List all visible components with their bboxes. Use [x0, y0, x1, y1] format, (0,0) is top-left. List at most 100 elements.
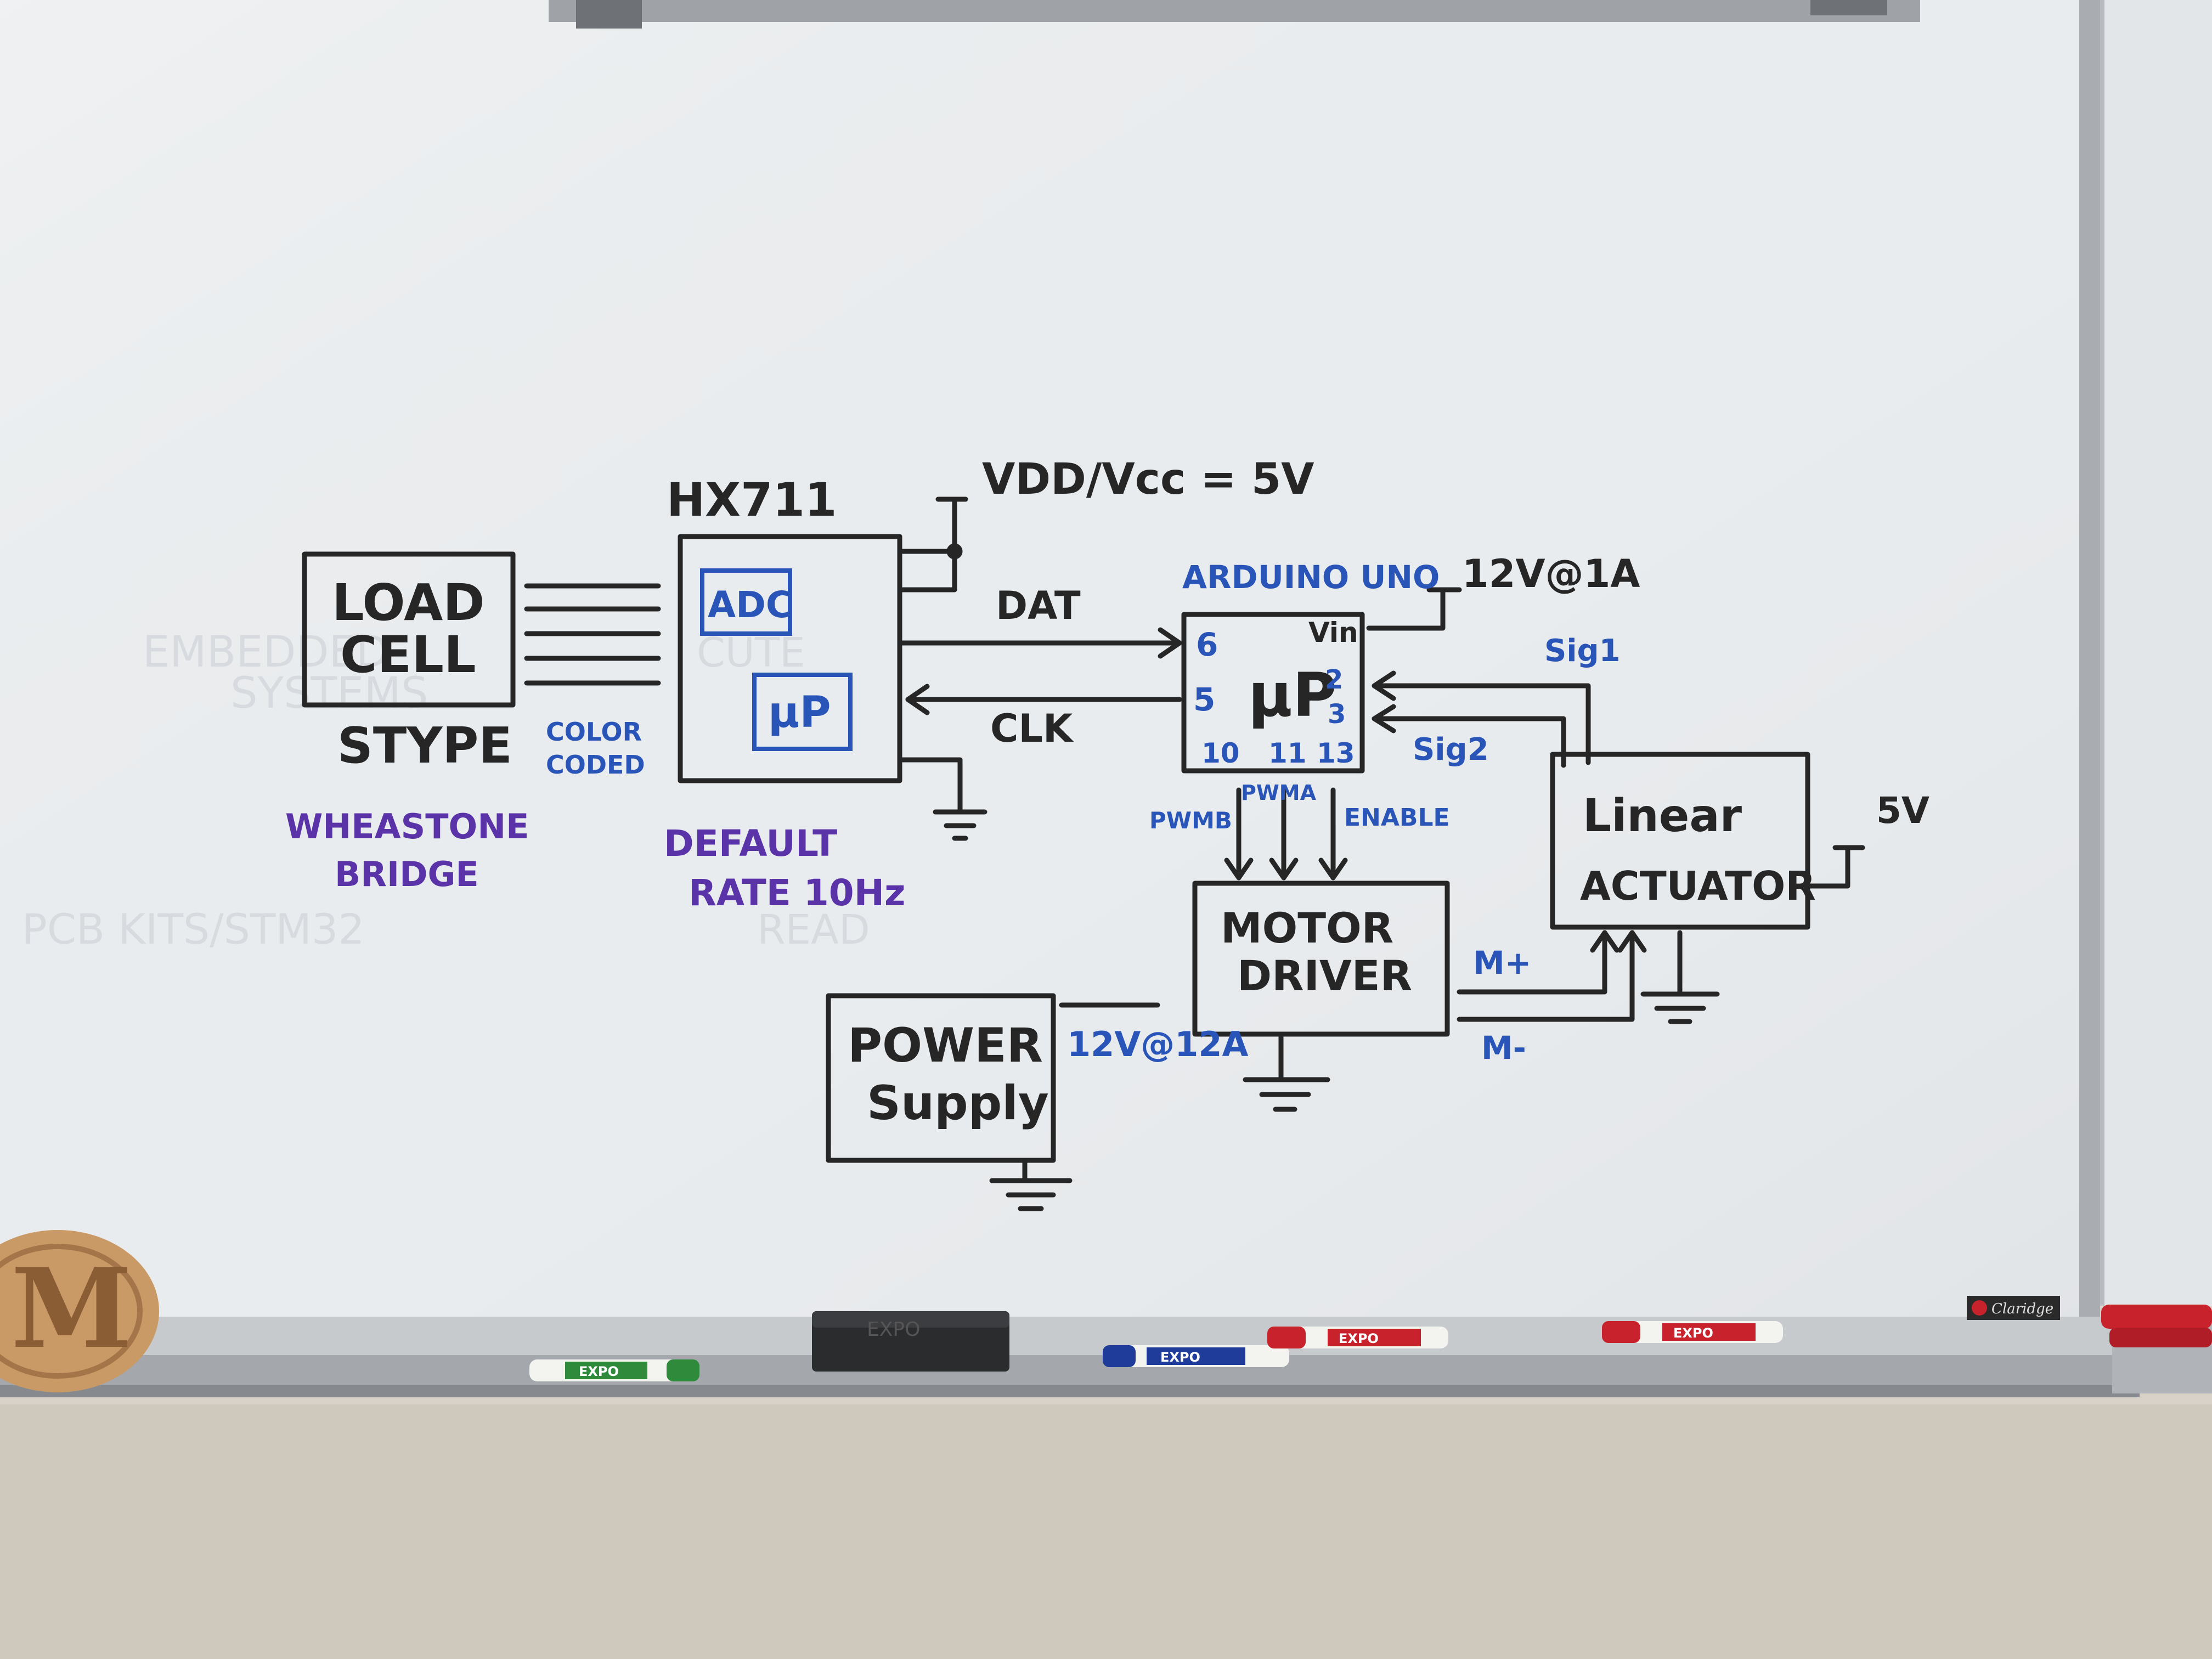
- enable-label: ENABLE: [1344, 804, 1450, 832]
- pwma-arrowhead: [1269, 857, 1299, 881]
- vin-label: Vin: [1308, 617, 1358, 648]
- sig1-arrowhead: [1372, 670, 1396, 701]
- pin-3-label: 3: [1328, 699, 1346, 730]
- load-cell-label: LOAD: [332, 573, 485, 632]
- wooden-logo: M: [0, 1230, 159, 1392]
- tray-lip: [0, 1355, 2140, 1385]
- red-marker[interactable]: EXPO: [1267, 1327, 1448, 1348]
- hx711-box: [678, 534, 902, 783]
- tray-edge: [0, 1385, 2140, 1397]
- tray-back: [0, 1317, 2140, 1355]
- block-diagram: [302, 496, 1865, 1211]
- board-frame-right: [2079, 0, 2100, 1330]
- m-plus-arrowhead: [1590, 930, 1620, 953]
- color-coded-label: CODED: [546, 750, 645, 780]
- adc-label: ADC: [708, 584, 792, 626]
- arduino-box: [1181, 612, 1365, 774]
- arduino-title: ARDUINO UNO: [1182, 558, 1440, 596]
- logo-letter: M: [11, 1244, 132, 1373]
- erased-text: SYSTEMS: [230, 669, 428, 718]
- dat-label: DAT: [996, 583, 1081, 628]
- motor-driver-label: DRIVER: [1237, 951, 1412, 1000]
- load-cell-box: [302, 551, 516, 708]
- enable-arrowhead: [1318, 857, 1348, 881]
- pin-2-label: 2: [1325, 664, 1343, 695]
- erased-text: READ: [757, 906, 870, 953]
- power-supply-label: Supply: [867, 1076, 1049, 1131]
- eraser[interactable]: EXPO: [812, 1311, 1009, 1372]
- frame-brand-badge: Claridge: [1967, 1296, 2060, 1320]
- top-clip-right: [1810, 0, 1887, 15]
- pin-10-label: 10: [1201, 737, 1240, 769]
- clk-arrowhead: [905, 684, 930, 715]
- sig1-label: Sig1: [1544, 633, 1621, 669]
- arduino-up-label: µP: [1248, 660, 1337, 730]
- arduino-supply-label: 12V@1A: [1462, 551, 1640, 596]
- linear-actuator-label: ACTUATOR: [1580, 863, 1816, 909]
- m-minus-label: M-: [1481, 1029, 1526, 1066]
- red-marker-cap[interactable]: [2101, 1305, 2212, 1347]
- wheatstone-label: BRIDGE: [335, 854, 479, 894]
- green-marker[interactable]: EXPO: [529, 1359, 699, 1381]
- svg-text:Claridge: Claridge: [1991, 1301, 2053, 1317]
- pin-6-label: 6: [1196, 626, 1218, 663]
- m-minus-wire: [1457, 930, 1635, 1022]
- m-plus-label: M+: [1473, 944, 1531, 981]
- pin-11-label: 11: [1268, 737, 1307, 769]
- power-supply-rating: 12V@12A: [1067, 1024, 1249, 1064]
- stype-label: STYPE: [337, 717, 512, 775]
- svg-text:EXPO: EXPO: [579, 1364, 619, 1379]
- adjacent-board: [2100, 0, 2212, 1306]
- pin-5-label: 5: [1193, 681, 1215, 718]
- board-glare: [0, 0, 2090, 1330]
- svg-text:EXPO: EXPO: [1160, 1350, 1200, 1365]
- sig2-label: Sig2: [1413, 732, 1489, 768]
- hx711-default-label: DEFAULT: [664, 822, 837, 865]
- red-marker[interactable]: EXPO: [1602, 1321, 1783, 1343]
- adjacent-board-frame: [2100, 0, 2104, 1306]
- erased-text: CUTE: [697, 629, 805, 676]
- erased-text: PCB KITS/STM32: [22, 905, 365, 953]
- top-clip: [576, 0, 642, 29]
- hx711-ground-wire: [900, 757, 963, 815]
- pwmb-label: PWMB: [1149, 807, 1232, 834]
- sig2-wire: [1372, 716, 1566, 768]
- color-coded-label: COLOR: [546, 717, 642, 747]
- board-frame-top: [549, 0, 1920, 22]
- vdd-label: VDD/Vcc = 5V: [982, 455, 1314, 504]
- wall-lower: [0, 1404, 2212, 1659]
- power-supply-label: POWER: [848, 1018, 1043, 1073]
- hx711-up-label: µP: [768, 688, 831, 737]
- svg-text:EXPO: EXPO: [867, 1318, 920, 1341]
- pwmb-arrowhead: [1224, 857, 1254, 881]
- dat-arrowhead: [1158, 627, 1182, 659]
- power-supply-box: [826, 993, 1056, 1163]
- svg-text:EXPO: EXPO: [1673, 1325, 1713, 1341]
- m-minus-arrowhead: [1617, 930, 1647, 953]
- load-cell-label: CELL: [340, 625, 476, 684]
- motor-driver-label: MOTOR: [1221, 904, 1393, 952]
- junction-dot: [946, 543, 963, 560]
- erased-notes: EMBEDDED SYSTEMS CUTE PCB KITS/STM32 REA…: [22, 628, 870, 953]
- vdd-wire: [897, 549, 957, 592]
- actuator-supply-label: 5V: [1876, 789, 1929, 832]
- m-plus-wire: [1457, 930, 1607, 995]
- pwma-label: PWMA: [1241, 781, 1317, 805]
- sig2-arrowhead: [1372, 704, 1396, 733]
- motor-driver-box: [1192, 881, 1450, 1037]
- svg-text:EXPO: EXPO: [1339, 1331, 1379, 1346]
- clk-label: CLK: [990, 706, 1074, 751]
- hx711-internal: [700, 568, 853, 751]
- linear-actuator-box: [1550, 752, 1810, 930]
- adc-box: [700, 568, 792, 636]
- linear-actuator-label: Linear: [1583, 790, 1742, 842]
- blue-marker[interactable]: EXPO: [1103, 1345, 1289, 1367]
- hx711-title: HX711: [667, 473, 837, 527]
- diagram-labels: LOAD CELL STYPE COLOR CODED WHEASTONE BR…: [285, 455, 1929, 1131]
- hx711-up-box: [752, 673, 853, 751]
- sig1-wire: [1372, 683, 1591, 765]
- pin-13-label: 13: [1317, 737, 1355, 769]
- wheatstone-label: WHEASTONE: [285, 806, 529, 847]
- hx711-rate-label: RATE 10Hz: [689, 872, 905, 914]
